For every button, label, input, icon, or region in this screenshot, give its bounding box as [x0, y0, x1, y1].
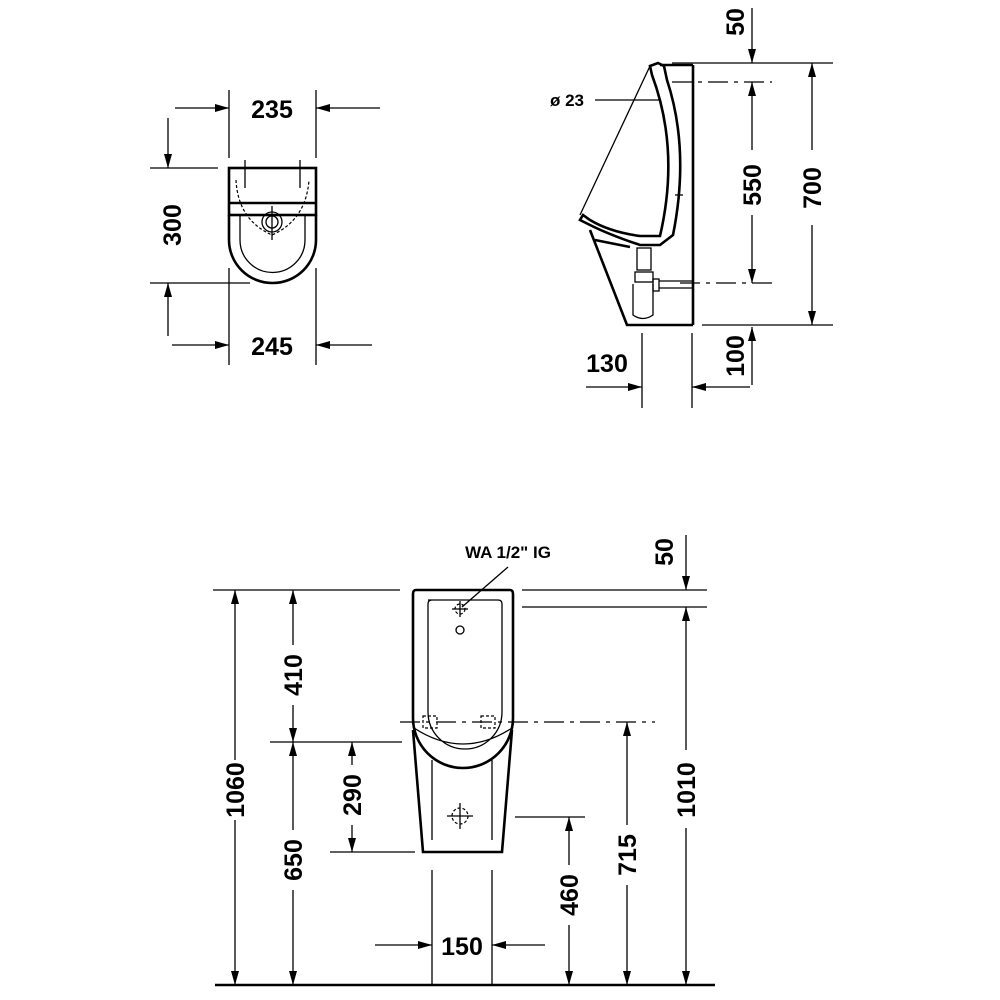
dim-fixing-to-bottom: 290 — [339, 774, 367, 816]
dim-lower-fixing: 650 — [280, 839, 308, 881]
side-view: ø 23 50 550 700 130 100 — [550, 8, 833, 408]
inlet-label: WA 1/2" IG — [465, 543, 551, 562]
dim-outlet-height: 460 — [556, 874, 584, 916]
dim-width-bottom: 245 — [251, 333, 293, 361]
top-view-outline — [227, 160, 318, 285]
dim-front-top-offset: 50 — [651, 538, 679, 566]
side-view-outline — [578, 61, 695, 327]
dim-pipe-diameter: ø 23 — [550, 91, 584, 110]
dim-rim-height: 1010 — [673, 762, 701, 818]
dim-side-outlet-height: 100 — [722, 335, 750, 377]
dim-upper-fixing: 410 — [280, 654, 308, 696]
dim-outlet-width: 150 — [441, 933, 483, 961]
dim-depth: 300 — [159, 204, 187, 246]
dim-side-height: 700 — [799, 167, 827, 209]
dim-inlet-to-outlet: 550 — [739, 164, 767, 206]
front-view: WA 1/2" IG 1060 410 650 290 460 715 1010 — [213, 535, 715, 987]
dim-total-height: 1060 — [222, 762, 250, 818]
dim-side-top-offset: 50 — [722, 8, 750, 36]
dim-projection: 130 — [586, 350, 628, 378]
front-view-outline — [411, 588, 515, 854]
top-view: 235 300 245 — [150, 90, 380, 365]
dim-width-top: 235 — [251, 96, 293, 124]
dim-fixing-height: 715 — [614, 834, 642, 876]
